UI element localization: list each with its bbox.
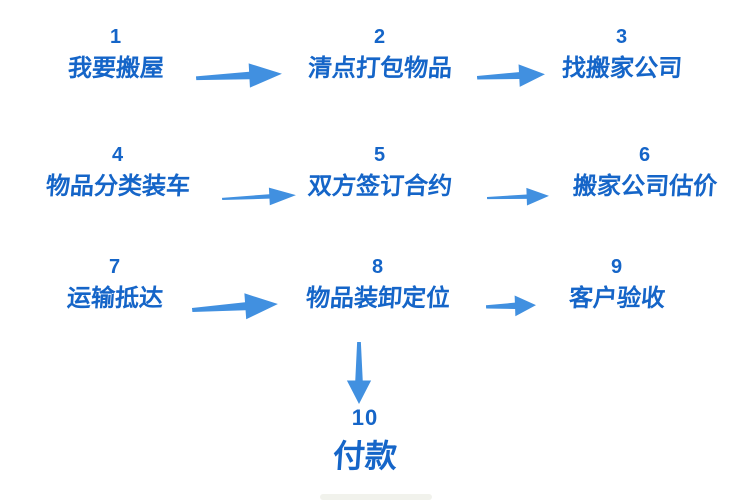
step-8-label: 物品装卸定位 bbox=[305, 285, 451, 312]
step-10-number: 10 bbox=[351, 405, 379, 430]
step-4: 4 物品分类装车 bbox=[18, 142, 218, 202]
arrow-right-icon bbox=[476, 64, 545, 87]
step-9-label: 客户验收 bbox=[568, 285, 666, 312]
arrow-right-icon bbox=[485, 295, 536, 317]
step-6: 6 搬家公司估价 bbox=[540, 142, 750, 202]
step-4-label: 物品分类装车 bbox=[45, 173, 191, 200]
arrow-right-icon bbox=[195, 63, 282, 88]
step-1-label: 我要搬屋 bbox=[67, 55, 165, 82]
step-1-number: 1 bbox=[109, 26, 123, 48]
step-10-label: 付款 bbox=[331, 438, 399, 474]
step-8: 8 物品装卸定位 bbox=[278, 254, 478, 314]
step-8-number: 8 bbox=[371, 256, 385, 278]
step-7: 7 运输抵达 bbox=[15, 254, 215, 314]
step-7-label: 运输抵达 bbox=[66, 285, 164, 312]
step-2-number: 2 bbox=[373, 26, 387, 48]
step-7-number: 7 bbox=[108, 256, 122, 278]
step-6-number: 6 bbox=[638, 144, 652, 166]
step-5-label: 双方签订合约 bbox=[307, 173, 453, 200]
step-10: 10 付款 bbox=[265, 404, 465, 478]
step-1: 1 我要搬屋 bbox=[16, 24, 216, 84]
step-3-number: 3 bbox=[615, 26, 629, 48]
bottom-cutoff-artifact bbox=[320, 494, 432, 500]
arrow-down-icon bbox=[346, 342, 372, 404]
step-3-label: 找搬家公司 bbox=[561, 55, 683, 82]
step-4-number: 4 bbox=[111, 144, 125, 166]
arrow-right-icon bbox=[221, 187, 296, 206]
step-6-label: 搬家公司估价 bbox=[572, 173, 718, 200]
arrow-right-icon bbox=[486, 187, 549, 206]
step-5-number: 5 bbox=[373, 144, 387, 166]
step-2-label: 清点打包物品 bbox=[307, 55, 453, 82]
step-3: 3 找搬家公司 bbox=[522, 24, 722, 84]
step-9: 9 客户验收 bbox=[517, 254, 717, 314]
step-2: 2 清点打包物品 bbox=[280, 24, 480, 84]
step-5: 5 双方签订合约 bbox=[280, 142, 480, 202]
arrow-right-icon bbox=[191, 293, 278, 320]
step-9-number: 9 bbox=[610, 256, 624, 278]
